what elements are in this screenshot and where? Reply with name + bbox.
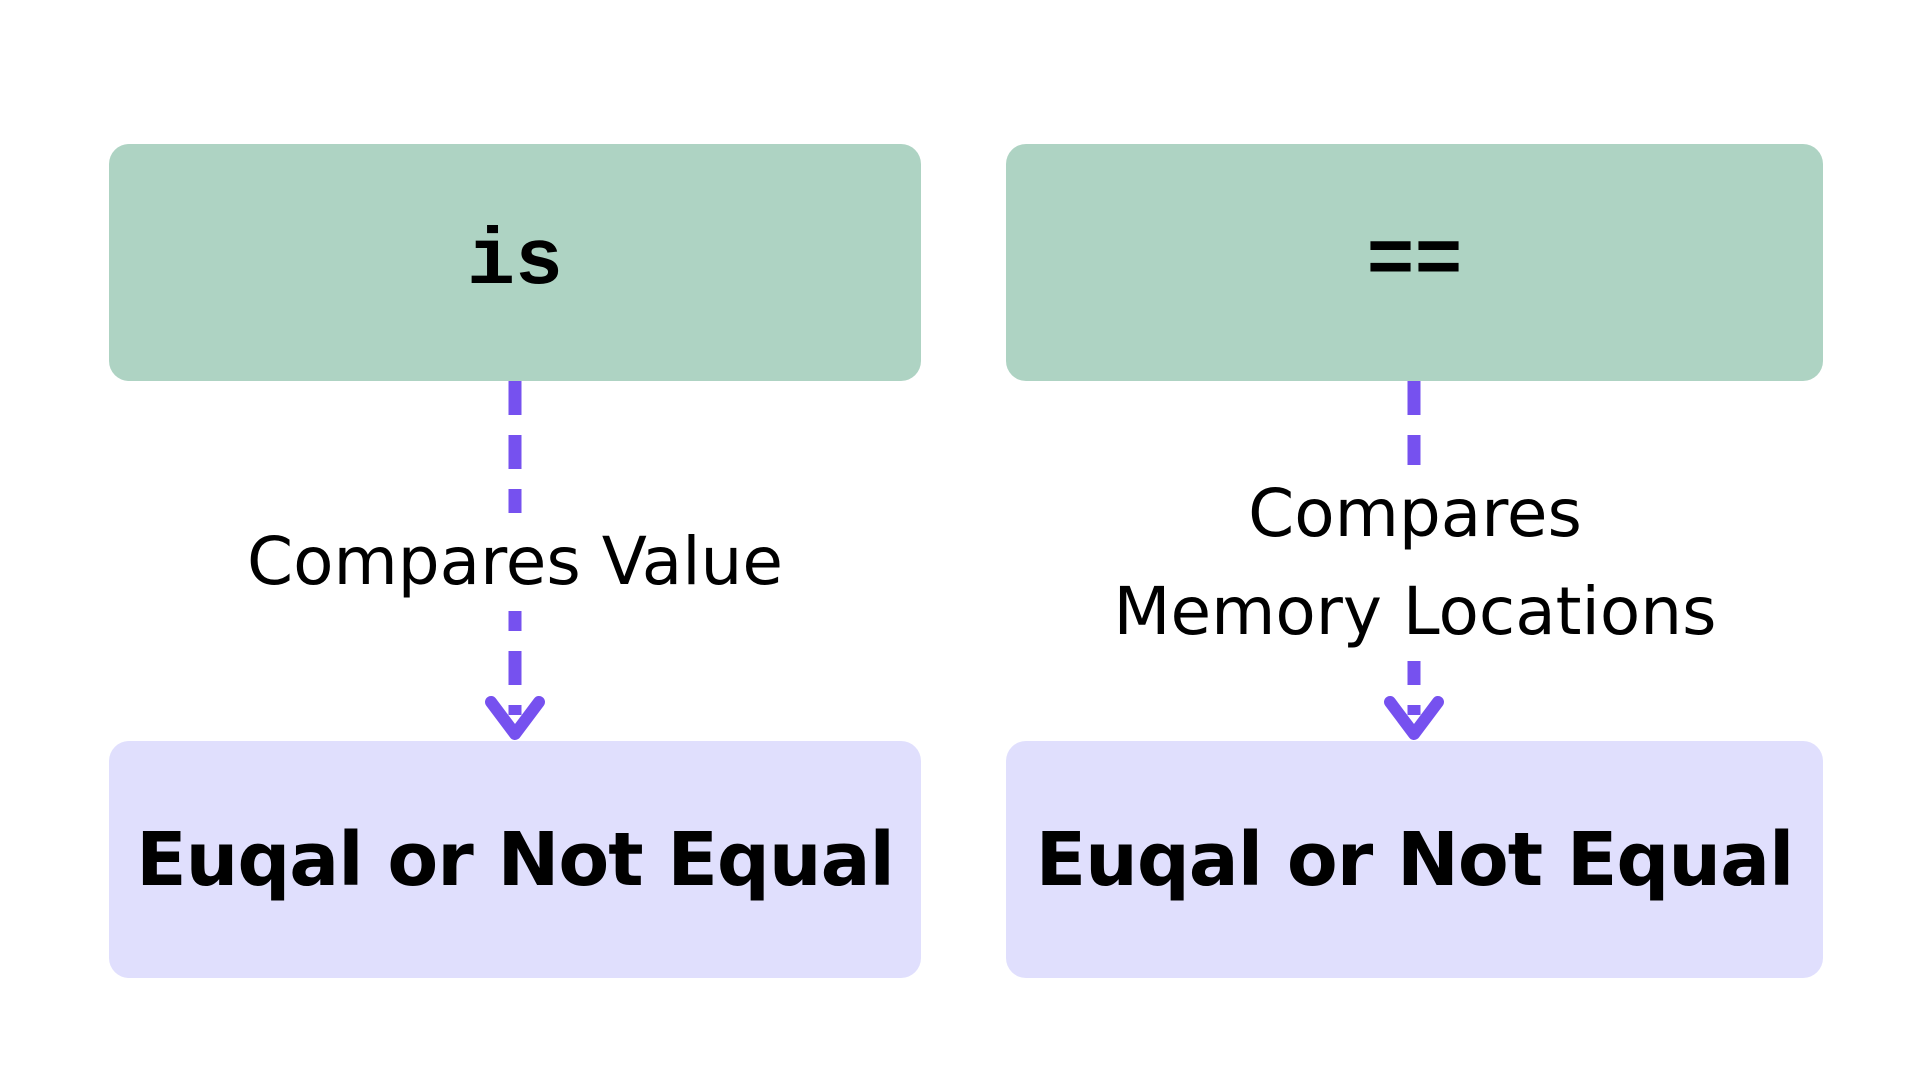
arrowhead-right xyxy=(1384,696,1444,740)
result-box-right: Euqal or Not Equal xyxy=(1006,741,1823,978)
edge-label-left-line-1: Compares Value xyxy=(247,523,783,600)
result-label-left: Euqal or Not Equal xyxy=(136,816,895,903)
result-label-right: Euqal or Not Equal xyxy=(1035,816,1795,903)
operator-box-equals: == xyxy=(1006,144,1823,381)
arrowhead-left xyxy=(485,696,545,740)
edge-label-right-line-2: Memory Locations xyxy=(1113,573,1717,650)
operator-label-equals: == xyxy=(1366,217,1463,308)
edge-label-right: Compares Memory Locations xyxy=(1090,465,1740,661)
operator-label-is: is xyxy=(466,217,563,308)
operator-box-is: is xyxy=(109,144,921,381)
edge-label-right-line-1: Compares xyxy=(1248,475,1582,552)
result-box-left: Euqal or Not Equal xyxy=(109,741,921,978)
edge-label-left: Compares Value xyxy=(220,513,810,611)
